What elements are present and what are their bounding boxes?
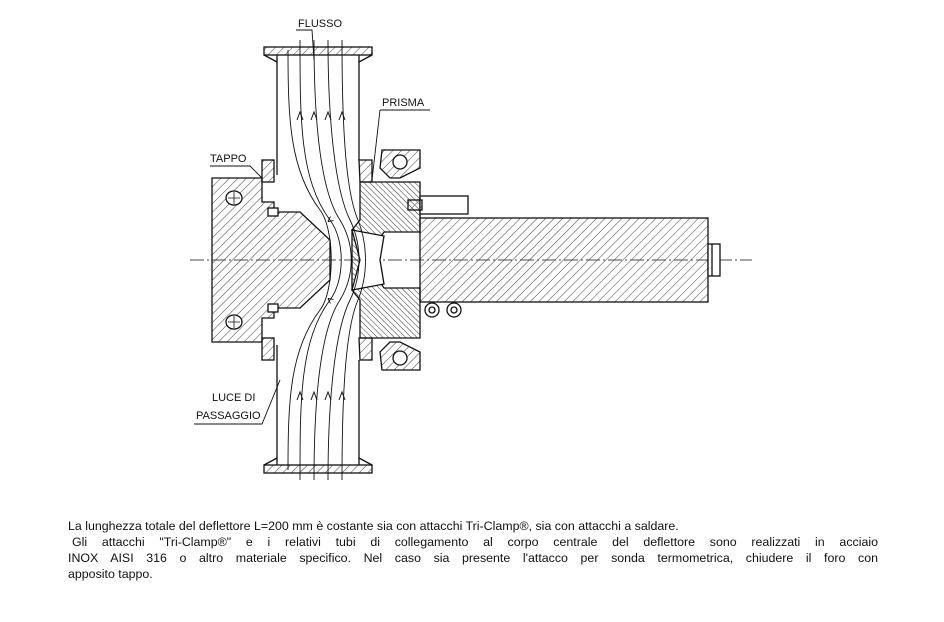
- label-luce-line1: LUCE DI: [212, 392, 255, 404]
- plug-tappo: [211, 177, 331, 343]
- prism-assembly: [351, 149, 469, 371]
- deflector-cross-section-drawing: FLUSSO PRISMA TAPPO LUCE DI PASSAGGIO: [190, 18, 752, 481]
- caption-line-2: Gli attacchi "Tri-Clamp®" e i relativi t…: [72, 535, 878, 549]
- probe-shaft: [419, 217, 721, 303]
- caption-line-1: La lunghezza totale del deflettore L=200…: [68, 519, 679, 533]
- label-flusso: FLUSSO: [298, 18, 342, 30]
- label-prisma: PRISMA: [382, 97, 425, 109]
- vertical-pipe: [263, 46, 373, 474]
- caption-line-4: apposito tappo.: [68, 567, 153, 581]
- caption-line-3: INOX AISI 316 o altro materiale specific…: [68, 551, 878, 565]
- label-tappo: TAPPO: [210, 153, 247, 165]
- leader-lines: [194, 29, 430, 425]
- caption-text: La lunghezza totale del deflettore L=200…: [68, 518, 878, 582]
- label-luce-line2: PASSAGGIO: [196, 410, 261, 422]
- flow-lines: [287, 39, 366, 481]
